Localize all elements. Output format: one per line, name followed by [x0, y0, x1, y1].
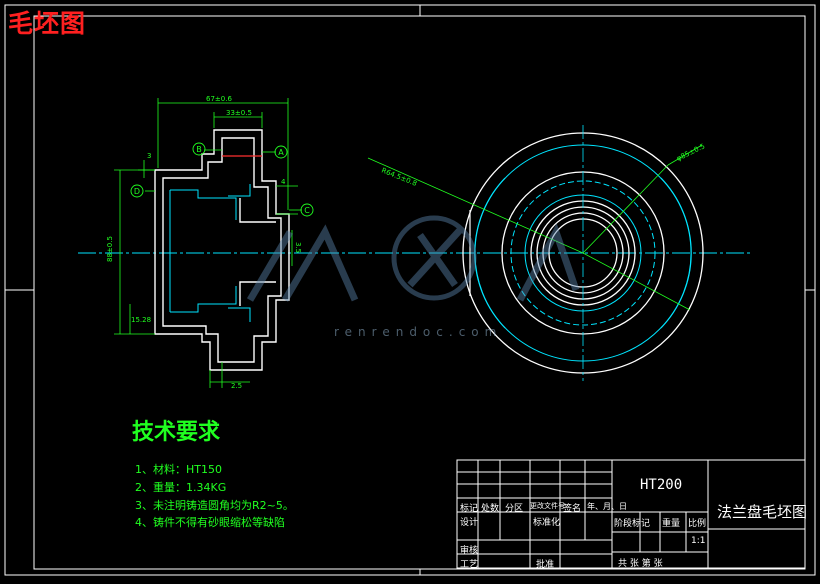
- tb-scale-value: 1:1: [691, 536, 706, 546]
- dim-dia-left: 88±0.5: [106, 236, 114, 262]
- title-block-lines: [456, 459, 806, 569]
- tb-approve: 批准: [536, 560, 555, 570]
- end-view-leaders: [367, 144, 703, 311]
- dim-bore-step: 3.5: [294, 242, 302, 253]
- tech-requirement-item: 3、未注明铸造圆角均为R2~5。: [135, 499, 294, 512]
- tb-process: 工艺: [460, 560, 479, 570]
- tb-weight: 重量: [662, 519, 681, 529]
- dimension-texts: 67±0.6 33±0.5 3 4 3.5 88±0.5 15.28 2.5 R…: [106, 95, 706, 390]
- tb-header-sign: 签名: [563, 504, 582, 514]
- tb-review: 审核: [460, 546, 479, 556]
- tb-scale: 比例: [688, 519, 707, 529]
- tech-requirement-item: 4、铸件不得有砂眼缩松等缺陷: [135, 516, 285, 529]
- datum-c: C: [304, 206, 310, 215]
- dim-rib: 4: [281, 178, 286, 186]
- tb-header-mark: 标记: [460, 504, 479, 514]
- dim-width-outer: 67±0.6: [206, 95, 232, 103]
- part-name: 法兰盘毛坯图: [717, 503, 808, 521]
- dim-bottom-label: 15.28: [131, 316, 151, 324]
- datum-labels: B A D C: [134, 145, 310, 215]
- tb-header-count: 处数: [481, 504, 500, 514]
- tech-requirements-title: 技术要求: [132, 420, 221, 445]
- tb-standard: 标准化: [533, 518, 561, 528]
- frame-ticks: [5, 5, 815, 575]
- datum-b: B: [196, 145, 202, 154]
- tech-requirement-item: 2、重量：1.34KG: [135, 481, 227, 494]
- datum-markers: [130, 142, 314, 217]
- dim-bottom-step: 2.5: [231, 382, 242, 390]
- tb-header-date: 年、月、日: [587, 502, 627, 511]
- dimension-lines-left: [114, 98, 302, 388]
- tech-requirement-item: 1、材料：HT150: [135, 463, 222, 476]
- dim-left-offset: 3: [147, 152, 151, 160]
- tb-header-zone: 分区: [505, 504, 524, 514]
- watermark-url: renrendoc.com: [334, 325, 503, 339]
- watermark-logo: [246, 215, 580, 302]
- tb-header-change-doc: 更改文件号: [530, 502, 565, 510]
- dim-width-inner: 33±0.5: [226, 109, 252, 117]
- drawing-caption: 毛坯图: [8, 9, 87, 38]
- datum-a: A: [278, 148, 284, 157]
- section-view: [154, 129, 290, 371]
- tb-stage-mark: 阶段标记: [614, 519, 651, 529]
- datum-d: D: [134, 187, 140, 196]
- material-label: HT200: [640, 477, 683, 493]
- tb-sheets: 共 张 第 张: [618, 559, 663, 569]
- section-inner-lines: [169, 184, 251, 322]
- tb-design: 设计: [460, 518, 479, 528]
